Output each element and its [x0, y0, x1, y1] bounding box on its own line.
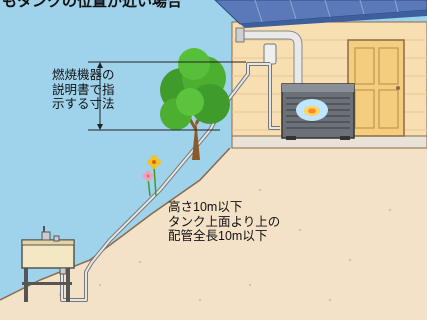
- exhaust-pipe: [236, 31, 302, 92]
- condition-note-line: 配管全長10m以下: [168, 229, 268, 243]
- house-roof: [214, 0, 427, 25]
- condition-note-line: 高さ10m以下: [168, 200, 243, 214]
- dimension-note: 燃焼機器の 説明書で指 示する寸法: [52, 68, 126, 112]
- boiler-unit-icon: [281, 83, 355, 140]
- door-icon: [347, 39, 405, 137]
- dimension-note-line: 示する寸法: [52, 97, 115, 111]
- dimension-note-line: 燃焼機器の: [52, 68, 115, 82]
- ground-texture: [58, 188, 392, 302]
- dimension-note-line: 説明書で指: [52, 82, 115, 97]
- piping-condition-note: 高さ10m以下 タンク上面より上の 配管全長10m以下: [168, 200, 318, 244]
- tree-icon: [160, 48, 230, 160]
- roof-edge: [240, 10, 427, 28]
- oil-tank-icon: [21, 226, 75, 302]
- diagram-title: もタンクの位置が近い場合: [2, 0, 183, 10]
- valve-box: [263, 43, 277, 65]
- flower-icon: [142, 155, 161, 197]
- exhaust-cap: [235, 27, 245, 43]
- ground-slope: [0, 148, 427, 320]
- dimension-arrow: [88, 61, 246, 131]
- roof-tiles: [254, 0, 399, 23]
- condition-note-line: タンク上面より上の: [168, 214, 281, 229]
